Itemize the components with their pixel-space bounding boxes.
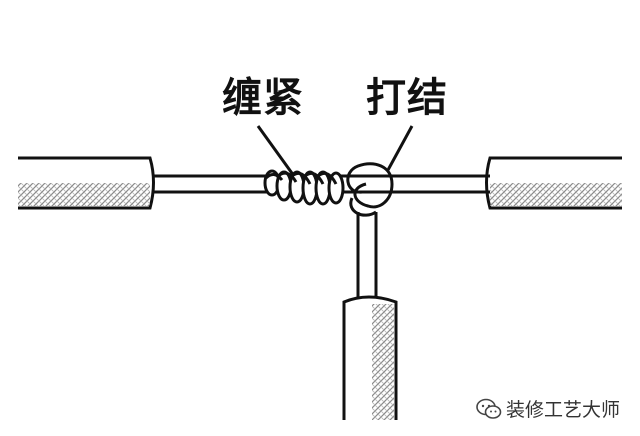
branch-insulation-hatch (372, 304, 394, 420)
right-insulation-hatch (490, 183, 622, 206)
branch-conductor (356, 212, 378, 300)
wrap-leader-line (256, 125, 296, 177)
left-cable (18, 156, 155, 210)
wechat-icon (476, 398, 502, 419)
watermark-text: 装修工艺大师 (505, 399, 620, 421)
knot-leader-line (386, 125, 414, 171)
knot-label: 打结 (366, 75, 448, 121)
branch-cable (342, 295, 398, 420)
leader-lines (256, 125, 414, 177)
left-insulation-hatch (18, 183, 150, 206)
watermark: 装修工艺大师 (476, 395, 620, 422)
wrap-coils (263, 169, 345, 206)
wrap-label: 缠紧 (222, 75, 304, 121)
knot-loop (346, 162, 394, 217)
right-cable (485, 156, 622, 210)
